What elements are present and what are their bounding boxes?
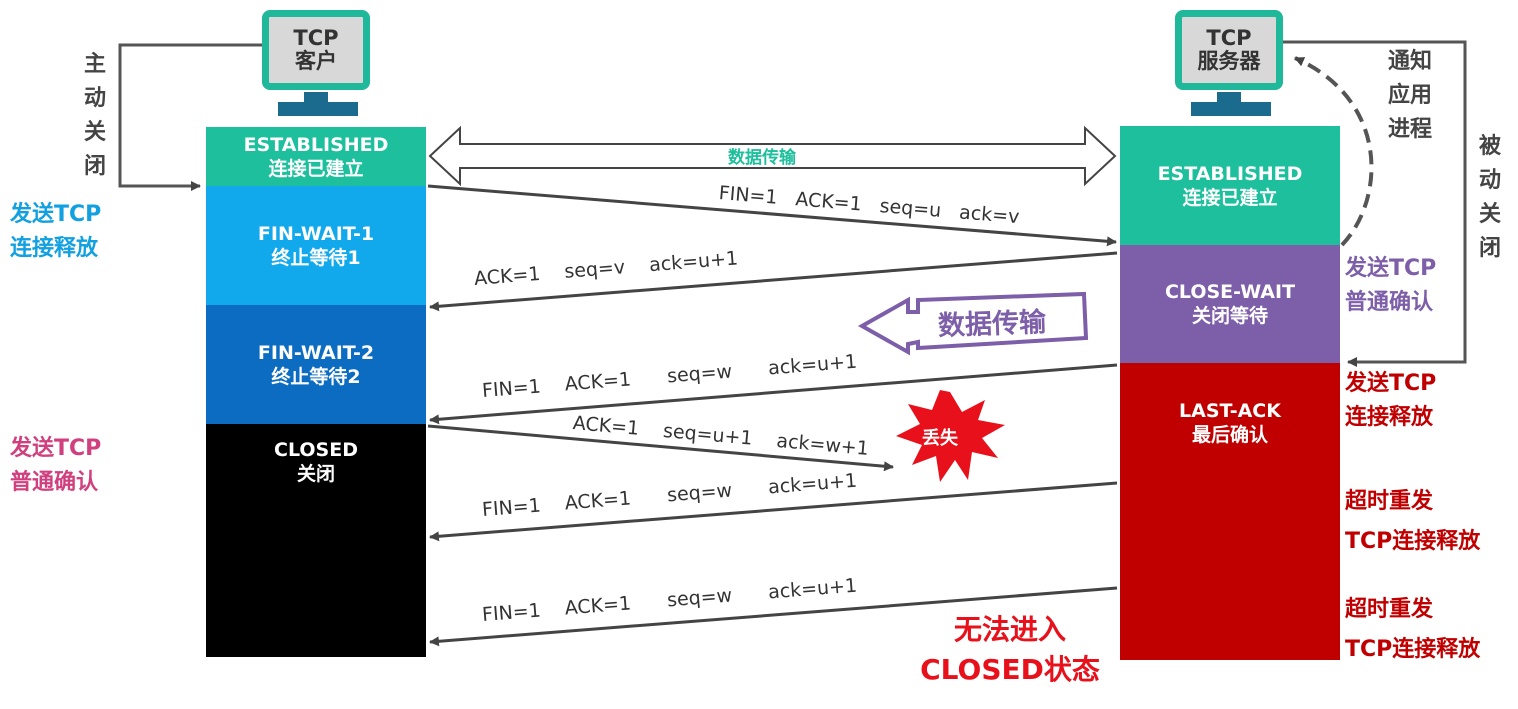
client-monitor-icon: TCP 客户 (262, 10, 370, 90)
active-close-label: 主动关闭 (83, 52, 106, 179)
segment-fin-retx2 (429, 586, 1118, 647)
passive-close-label: 被动关闭 (1478, 134, 1501, 261)
data-transfer-box-arrow (857, 291, 1089, 356)
segment-ack-lost (427, 424, 894, 472)
data-transfer-label: 数据传输 (728, 148, 796, 168)
segment-ack-server (429, 251, 1118, 312)
segment-fin-retx1 (429, 481, 1118, 542)
notify-app-label: 通知应用进程 (1387, 49, 1432, 142)
server-title-zh: 服务器 (1197, 49, 1261, 73)
active-close-connector (118, 43, 262, 191)
server-title: TCP (1206, 26, 1252, 50)
data-transfer-double-arrow (428, 125, 1117, 187)
client-monitor-base (278, 102, 358, 116)
lost-star-icon (896, 390, 1005, 482)
server-monitor-base (1191, 102, 1271, 116)
passive-close-connector (1283, 40, 1467, 367)
notify-app-arrow (1294, 56, 1374, 247)
server-monitor-icon: TCP 服务器 (1175, 10, 1283, 90)
client-title: TCP (293, 26, 339, 50)
client-monitor-neck (304, 92, 328, 102)
segment-fin-server (429, 363, 1118, 425)
segment-fin-client (427, 184, 1117, 247)
lost-label: 丢失 (922, 428, 958, 449)
client-title-zh: 客户 (295, 49, 337, 73)
server-monitor-neck (1217, 92, 1241, 102)
data-transfer-box-label: 数据传输 (937, 307, 1047, 342)
